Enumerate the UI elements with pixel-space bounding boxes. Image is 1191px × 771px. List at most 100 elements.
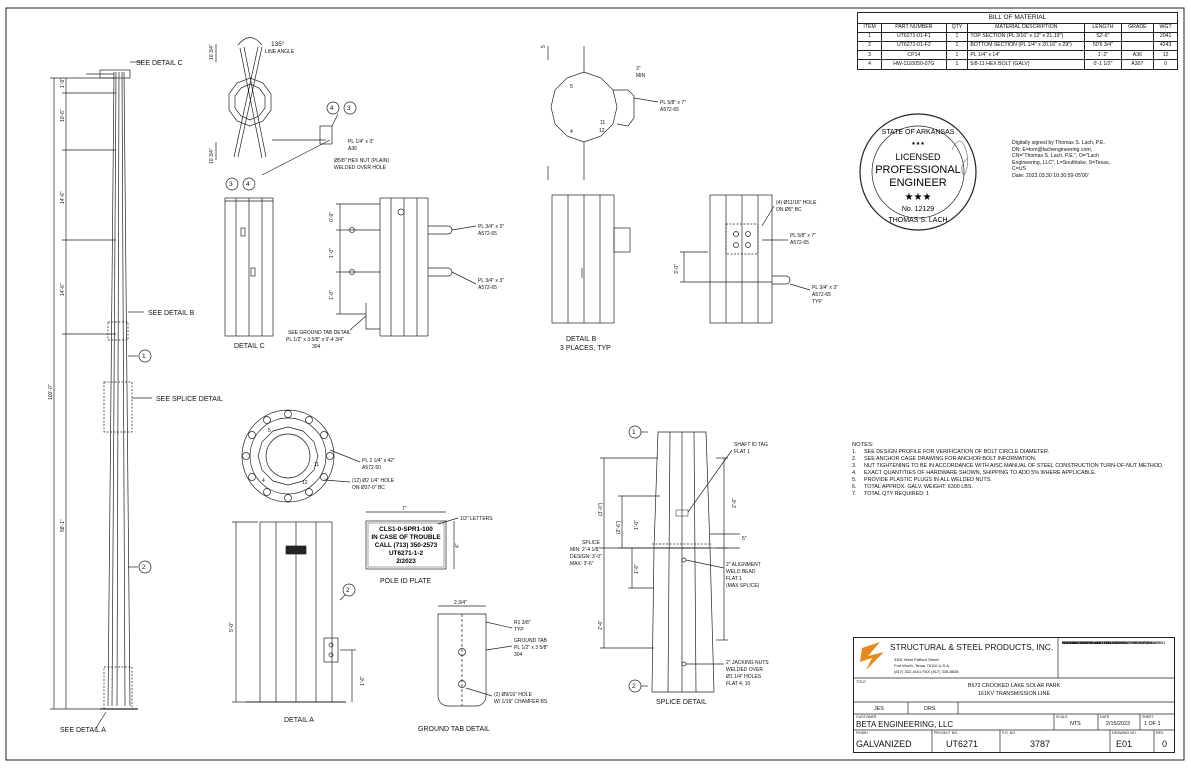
project-title: B672 CROOKED LAKE SOLAR PARK — [967, 683, 1061, 689]
bom-cell: 50'6 3/4" — [1084, 40, 1122, 52]
date-label: DATE — [1100, 715, 1110, 719]
id-plate-caption: POLE ID PLATE — [380, 578, 432, 585]
title-block: STRUCTURAL & STEEL PRODUCTS, INC. 3301 W… — [853, 637, 1175, 753]
sheet-label: SHEET — [1142, 715, 1154, 719]
drawn-by: JES — [874, 706, 884, 712]
splice-flat: FLAT 1 — [734, 449, 750, 455]
sheet-value: 1 OF 1 — [1144, 721, 1161, 727]
splice-align: FLAT 1 — [726, 576, 742, 582]
plate-a-grade: A572-65 — [478, 231, 497, 237]
splice-caption: SPLICE DETAIL — [656, 699, 707, 706]
table-row: 2 UT6271-01-F2 1 BOTTOM SECTION (PL 1/4"… — [856, 40, 1178, 52]
balloon-4-elev: 4 — [246, 181, 250, 188]
ground-tab-detail — [437, 605, 513, 707]
splice-design: DESIGN: 3'-0" — [570, 554, 602, 560]
splice-jack: WELDED OVER — [726, 667, 763, 673]
detail-c-elevation — [224, 197, 477, 337]
gt-plate: PL 1/2" x 3 5/8" — [514, 645, 548, 651]
note-item: 3.NUT TIGHTENING TO BE IN ACCORDANCE WIT… — [852, 463, 1164, 469]
bom-title: BILL OF MATERIAL — [857, 12, 1178, 24]
bom-col-part: PART NUMBER — [881, 22, 947, 33]
bom-col-item: ITEM — [856, 22, 883, 33]
pole-dim: 58'-1" — [60, 519, 66, 532]
ground-tab-plate: PL 1/2" x 3 5/8" x 0'-4 3/4" — [286, 337, 344, 343]
note-text: SEE ANCHOR CAGE DRAWING FOR ANCHOR BOLT … — [864, 456, 1037, 462]
title-label: TITLE — [856, 680, 866, 684]
splice-max: MAX: 3'-6" — [570, 561, 594, 567]
signature-line: C=US — [1012, 166, 1026, 173]
hex-nut-label: Ø5/8" HEX NUT (PLAIN) — [334, 158, 389, 164]
general-notes: NOTES: 1.SEE DESIGN PROFILE FOR VERIFICA… — [852, 442, 1172, 498]
gt-width: 2 3/4" — [454, 600, 467, 606]
bom-cell: 52'-6" — [1084, 31, 1122, 42]
detail-b-min: 3" — [636, 66, 641, 72]
id-plate-line: CLS1-0-SPR1-100 — [379, 526, 433, 533]
pole-callout-1: 1 — [142, 353, 146, 360]
bom-cell: PL 1/4" x 14" — [967, 50, 1086, 61]
bom-cell: UT6271-01-F1 — [881, 31, 947, 42]
note-text: SEE DESIGN PROFILE FOR VERIFICATION OF B… — [864, 449, 1050, 455]
bom-cell: UT6271-01-F2 — [881, 40, 947, 52]
drawing-label: DRAWING NO. — [1112, 731, 1137, 735]
detail-a-dim1: 5'-0" — [229, 622, 235, 632]
company-address: 3301 West Pafford Street — [894, 657, 939, 662]
see-splice-label: SEE SPLICE DETAIL — [156, 396, 223, 403]
splice-dim: 2'-6" — [598, 620, 604, 630]
detail-b-plate-low: PL 3/4" x 3" — [812, 285, 838, 291]
gt-radius: R1 3/8" — [514, 620, 531, 626]
note-item: 5.PROVIDE PLASTIC PLUGS IN ALL WELDED NU… — [852, 477, 992, 483]
bp-num-4: 4 — [262, 478, 265, 484]
balloon-3: 3 — [347, 105, 351, 112]
ground-tab-grade: 304 — [312, 344, 321, 350]
detail-b-num-4: 4 — [570, 129, 573, 135]
dim-c: 0'-9" — [329, 212, 335, 222]
see-detail-b-label: SEE DETAIL B — [148, 310, 195, 317]
splice-align: WELD BEAD — [726, 569, 756, 575]
pole-dim: 14'-6" — [60, 283, 66, 296]
splice-label: SPLICE — [582, 540, 600, 546]
scale-value: NTS — [1070, 721, 1081, 727]
company-phone: (817) 332-4161 FAX (817) 335-8638 — [894, 669, 959, 674]
detail-c-plan — [215, 37, 339, 176]
bom-cell: CP14 — [881, 50, 947, 61]
splice-dim: 1'-6" — [634, 564, 640, 574]
balloon-3-elev: 3 — [229, 181, 233, 188]
id-plate-letters: 1/2" LETTERS — [460, 516, 493, 522]
bom-cell: A36 — [1120, 50, 1155, 61]
bp-grade: A572-50 — [362, 465, 381, 471]
customer-name: BETA ENGINEERING, LLC — [856, 720, 954, 729]
detail-b-plate-mid-grade: A572-65 — [790, 240, 809, 246]
gt-grade: 304 — [514, 652, 523, 658]
callout-circle — [342, 583, 356, 597]
splice-callout-1: 1 — [632, 429, 636, 436]
bom-cell — [1120, 31, 1155, 42]
bom-cell: 4243 — [1153, 40, 1178, 52]
pole-dim: 10'-6" — [60, 109, 66, 122]
detail-a-callout: 2 — [346, 587, 350, 594]
bom-cell: 1 — [945, 31, 969, 42]
company-address: Fort Worth, Texas 76110 U.S.A. — [894, 663, 951, 668]
plate-a-label: PL 3/4" x 3" — [478, 224, 504, 230]
proprietary-line: IS STRICTLY PROHIBITED. — [1062, 641, 1110, 645]
pole-callout-2: 2 — [142, 564, 146, 571]
note-text: PROVIDE PLASTIC PLUGS IN ALL WELDED NUTS… — [864, 477, 992, 483]
pe-seal — [859, 113, 977, 231]
bom-cell: 1 — [945, 40, 969, 52]
base-plate-plan — [241, 409, 361, 503]
project-value: UT6271 — [946, 739, 979, 749]
pole-id-plate — [365, 511, 459, 570]
id-plate-line: 2/2023 — [396, 558, 416, 565]
bom-cell: 4 — [856, 59, 883, 70]
callout-circle — [138, 560, 152, 574]
detail-b-num-12: 12 — [599, 128, 605, 134]
seal-stars-top: ★★★ — [911, 141, 925, 147]
table-row: 4 HW-1110050-07G 1 5/8-11 HEX BOLT (GALV… — [856, 59, 1178, 70]
pole-elevation — [50, 61, 152, 729]
bom-col-grade: GRADE — [1120, 22, 1155, 33]
splice-dim: 5" — [742, 536, 747, 542]
detail-b-plate-top-grade: A572-65 — [660, 107, 679, 113]
item-balloon — [242, 177, 256, 191]
detail-b-num-11: 11 — [600, 120, 605, 126]
ground-tab-caption: GROUND TAB DETAIL — [418, 726, 490, 733]
